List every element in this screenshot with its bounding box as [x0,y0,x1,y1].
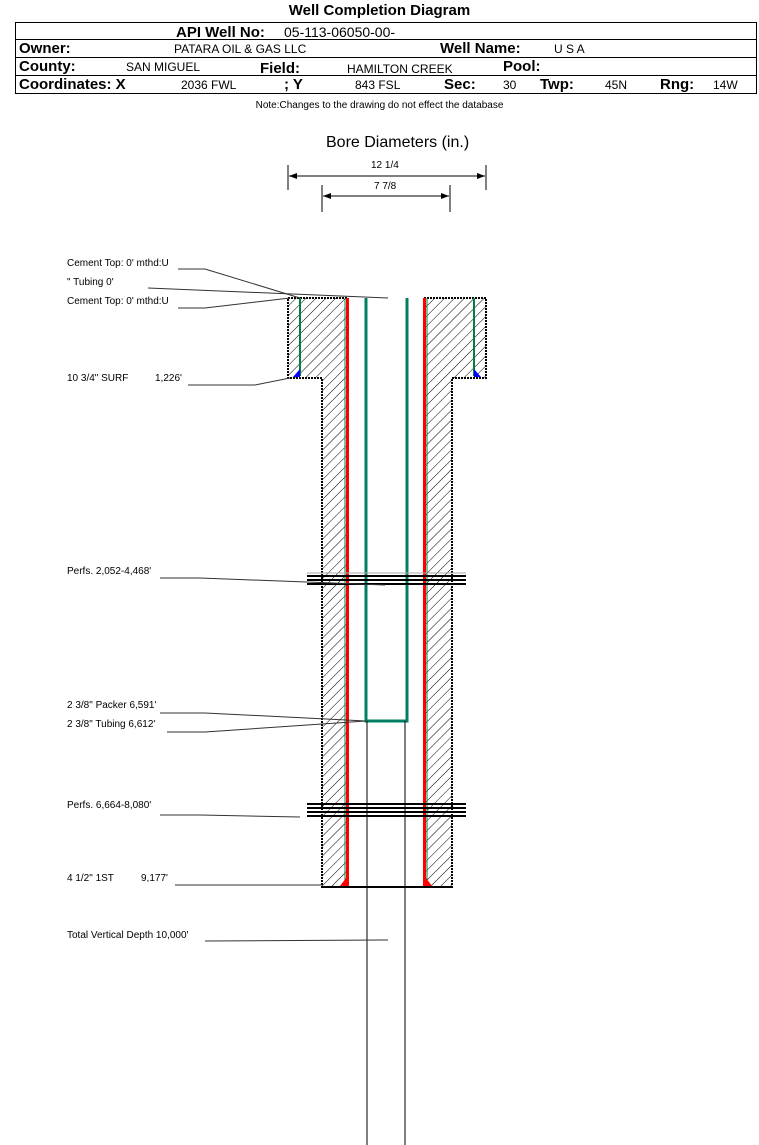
label-cement-top-1: Cement Top: 0' mthd:U [67,258,169,269]
coord-x-value: 2036 FWL [181,78,237,92]
cement-left [287,297,348,888]
coord-y-value: 843 FSL [355,78,401,92]
sec-value: 30 [503,78,517,92]
coord-x-label: Coordinates: X [19,76,126,93]
label-production-depth: 9,177' [141,873,168,884]
sec-label: Sec: [444,76,476,93]
field-value: HAMILTON CREEK [347,62,453,76]
well-info-table: API Well No: 05-113-06050-00- Owner: PAT… [15,22,757,94]
label-perfs-1: Perfs. 2,052-4,468' [67,566,152,577]
pool-label: Pool: [503,58,541,75]
label-tubing-top: " Tubing 0' [67,277,114,288]
cement-right [423,297,487,888]
perfs-1 [307,572,466,585]
bore-diameter-2: 7 7/8 [374,181,397,192]
perfs-2 [307,803,466,817]
county-label: County: [19,58,76,75]
rng-label: Rng: [660,76,695,93]
production-casing-right [423,298,426,886]
owner-value: PATARA OIL & GAS LLC [174,42,307,56]
label-cement-top-2: Cement Top: 0' mthd:U [67,296,169,307]
label-total-depth: Total Vertical Depth 10,000' [67,930,189,941]
surface-shoe-left [293,369,300,377]
bore-title: Bore Diameters (in.) [326,134,470,151]
page-title: Well Completion Diagram [288,2,471,19]
field-label: Field: [260,60,300,77]
production-casing-left [346,298,349,886]
label-perfs-2: Perfs. 6,664-8,080' [67,800,152,811]
county-value: SAN MIGUEL [126,60,201,74]
label-production-casing: 4 1/2" 1ST [67,873,114,884]
owner-label: Owner: [19,40,71,57]
well-name-value: U S A [554,42,585,56]
bore-diameter-1: 12 1/4 [371,160,399,171]
note: Note:Changes to the drawing do not effec… [255,100,504,111]
label-packer: 2 3/8" Packer 6,591' [67,700,157,711]
label-surface-depth: 1,226' [155,373,182,384]
coord-y-label: ; Y [284,76,303,93]
surface-shoe-right [474,369,481,377]
well-name-label: Well Name: [440,40,521,57]
tubing [364,298,409,723]
twp-label: Twp: [540,76,574,93]
twp-value: 45N [605,78,628,92]
label-surface-casing: 10 3/4" SURF [67,373,129,384]
rng-value: 14W [713,78,738,92]
api-label: API Well No: [176,24,265,41]
label-tubing: 2 3/8" Tubing 6,612' [67,719,156,730]
api-value: 05-113-06050-00- [284,24,396,40]
